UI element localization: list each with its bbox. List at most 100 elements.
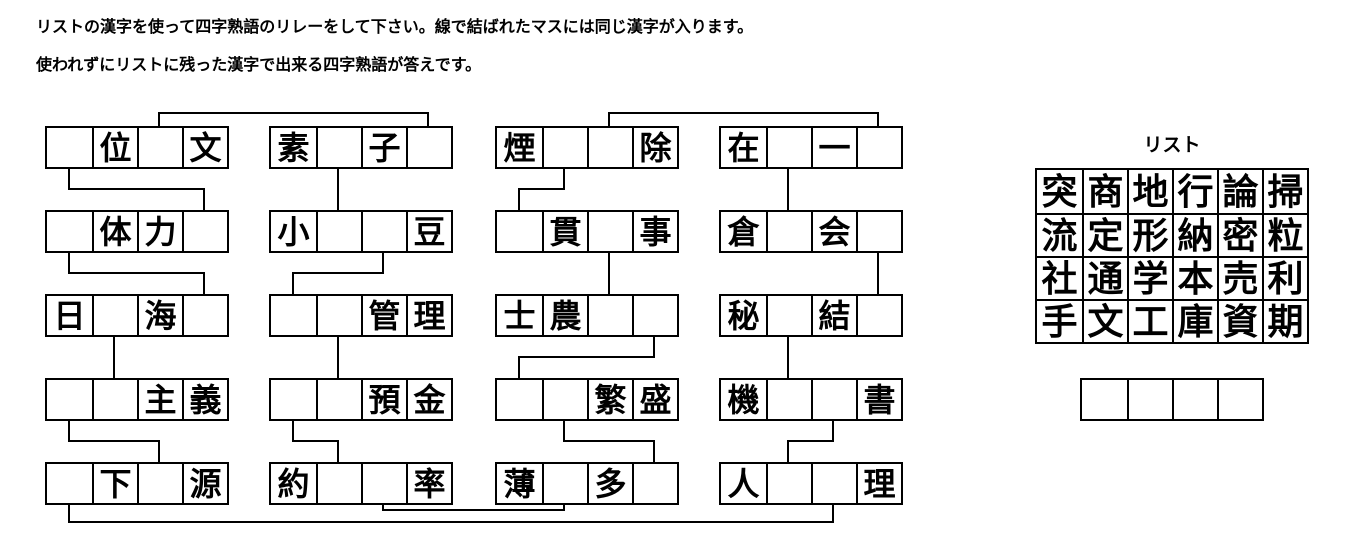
connector-segment (113, 336, 115, 380)
puzzle-box-r3b2: 管理 (269, 294, 453, 337)
list-kanji-cell-r4c2: 文 (1082, 299, 1127, 342)
list-kanji-cell-r2c3: 形 (1127, 213, 1172, 256)
connector-segment (832, 420, 834, 441)
puzzle-cell-r1b2c1: 素 (277, 129, 310, 166)
puzzle-cell-r4b1c3: 主 (137, 380, 182, 419)
puzzle-cell-r5b1c3[interactable] (137, 464, 182, 503)
list-kanji-cell-r3c1: 社 (1037, 256, 1082, 299)
puzzle-cell-r5b4c2[interactable] (766, 464, 811, 503)
connector-segment (68, 188, 205, 190)
puzzle-cell-r5b1c1[interactable] (47, 464, 92, 503)
puzzle-box-r5b3: 薄多 (495, 462, 679, 505)
puzzle-cell-r3b1c2[interactable] (92, 296, 137, 335)
puzzle-cell-r1b2c4[interactable] (406, 128, 451, 167)
puzzle-cell-r5b3c2[interactable] (542, 464, 587, 503)
puzzle-cell-r3b3c4[interactable] (632, 296, 677, 335)
puzzle-box-r2b4: 倉会 (719, 210, 903, 253)
connector-segment (292, 273, 294, 296)
puzzle-cell-r3b4c2[interactable] (766, 296, 811, 335)
puzzle-cell-r2b1c1[interactable] (47, 212, 92, 251)
puzzle-cell-r1b2c2[interactable] (316, 128, 361, 167)
connector-segment (68, 504, 70, 522)
puzzle-cell-r1b3c2[interactable] (542, 128, 587, 167)
puzzle-cell-r1b4c4[interactable] (856, 128, 901, 167)
puzzle-cell-r5b2c1: 約 (277, 465, 310, 502)
connector-segment (68, 420, 70, 441)
puzzle-cell-r2b1c4[interactable] (182, 212, 227, 251)
puzzle-cell-r3b3c3[interactable] (587, 296, 632, 335)
puzzle-cell-r5b2c2[interactable] (316, 464, 361, 503)
puzzle-cell-r2b3c3[interactable] (587, 212, 632, 251)
puzzle-cell-r4b3c2[interactable] (542, 380, 587, 419)
puzzle-cell-r2b2c3[interactable] (361, 212, 406, 251)
puzzle-cell-r5b2c3[interactable] (361, 464, 406, 503)
puzzle-cell-r2b4c2[interactable] (766, 212, 811, 251)
list-kanji-cell-r2c2: 定 (1082, 213, 1127, 256)
puzzle-cell-r5b2c4: 率 (406, 464, 451, 503)
puzzle-cell-r1b1c4: 文 (182, 128, 227, 167)
puzzle-box-r5b1: 下源 (45, 462, 229, 505)
answer-cell-4[interactable] (1217, 380, 1262, 419)
list-kanji-cell-r3c4: 本 (1172, 256, 1217, 299)
puzzle-box-r2b2: 小豆 (269, 210, 453, 253)
list-kanji-cell-r2c6: 粒 (1262, 213, 1307, 256)
connector-segment (563, 440, 655, 442)
puzzle-box-r2b3: 貫事 (495, 210, 679, 253)
puzzle-cell-r4b2c3: 預 (361, 380, 406, 419)
connector-segment (158, 112, 429, 114)
puzzle-cell-r3b2c2[interactable] (316, 296, 361, 335)
connector-segment (292, 440, 339, 442)
answer-cell-3[interactable] (1172, 380, 1217, 419)
kanji-list-grid: 突商地行論掃流定形納密粒社通学本売利手文工庫資期 (1035, 168, 1309, 344)
puzzle-cell-r2b4c4[interactable] (856, 212, 901, 251)
puzzle-cell-r3b2c3: 管 (361, 296, 406, 335)
list-kanji-cell-r3c3: 学 (1127, 256, 1172, 299)
puzzle-cell-r4b4c2[interactable] (766, 380, 811, 419)
puzzle-cell-r5b3c4[interactable] (632, 464, 677, 503)
answer-cell-1[interactable] (1082, 380, 1127, 419)
list-kanji-cell-r1c4: 行 (1172, 170, 1217, 213)
puzzle-cell-r4b4c1: 機 (727, 381, 760, 418)
puzzle-cell-r2b2c4: 豆 (406, 212, 451, 251)
connector-segment (427, 113, 429, 128)
puzzle-cell-r1b4c2[interactable] (766, 128, 811, 167)
puzzle-box-r3b3: 士農 (495, 294, 679, 337)
answer-cell-2[interactable] (1127, 380, 1172, 419)
connector-segment (158, 441, 160, 464)
puzzle-cell-r2b4c1: 倉 (727, 213, 760, 250)
puzzle-cell-r5b4c3[interactable] (811, 464, 856, 503)
connector-segment (382, 509, 565, 511)
list-kanji-cell-r4c3: 工 (1127, 299, 1172, 342)
puzzle-cell-r4b1c2[interactable] (92, 380, 137, 419)
puzzle-cell-r1b3c1: 煙 (503, 129, 536, 166)
list-kanji-cell-r1c5: 論 (1217, 170, 1262, 213)
puzzle-cell-r1b1c3[interactable] (137, 128, 182, 167)
connector-segment (518, 356, 655, 358)
puzzle-cell-r5b3c1: 薄 (503, 465, 536, 502)
puzzle-cell-r3b2c1[interactable] (271, 296, 316, 335)
puzzle-cell-r4b2c1[interactable] (271, 380, 316, 419)
connector-segment (292, 272, 384, 274)
list-kanji-cell-r2c5: 密 (1217, 213, 1262, 256)
puzzle-cell-r4b4c3[interactable] (811, 380, 856, 419)
puzzle-box-r1b4: 在一 (719, 126, 903, 169)
puzzle-cell-r3b4c4[interactable] (856, 296, 901, 335)
puzzle-cell-r4b2c2[interactable] (316, 380, 361, 419)
puzzle-cell-r5b1c2: 下 (92, 464, 137, 503)
connector-segment (518, 188, 565, 190)
puzzle-cell-r1b3c3[interactable] (587, 128, 632, 167)
connector-segment (563, 168, 565, 189)
puzzle-cell-r2b3c1[interactable] (497, 212, 542, 251)
connector-segment (563, 504, 565, 510)
puzzle-cell-r4b4c4: 書 (856, 380, 901, 419)
puzzle-cell-r4b1c1[interactable] (47, 380, 92, 419)
puzzle-cell-r1b4c1: 在 (727, 129, 760, 166)
list-kanji-cell-r4c6: 期 (1262, 299, 1307, 342)
connector-segment (68, 440, 160, 442)
puzzle-cell-r3b1c4[interactable] (182, 296, 227, 335)
puzzle-cell-r2b2c2[interactable] (316, 212, 361, 251)
puzzle-cell-r4b3c1[interactable] (497, 380, 542, 419)
puzzle-cell-r1b1c1[interactable] (47, 128, 92, 167)
connector-segment (608, 113, 610, 128)
